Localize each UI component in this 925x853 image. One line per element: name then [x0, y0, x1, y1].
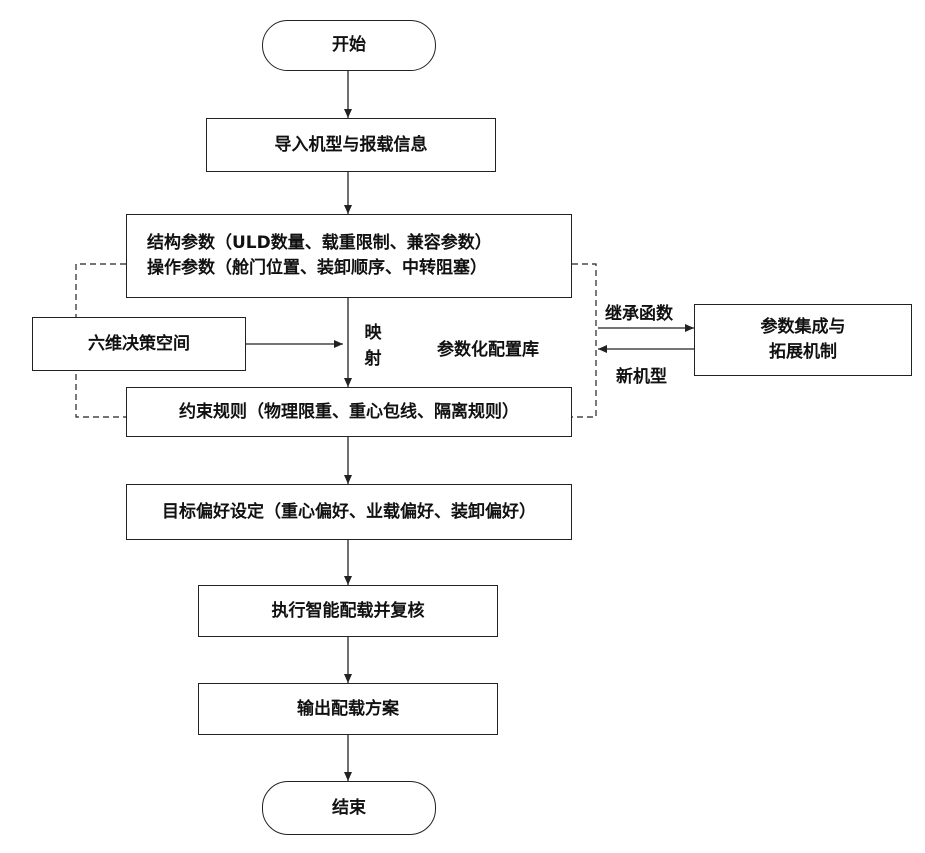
output-node: 输出配载方案	[198, 683, 498, 735]
start-node: 开始	[262, 20, 436, 71]
end-label: 结束	[332, 796, 366, 821]
new-model-label: 新机型	[616, 362, 667, 387]
constraint-rules-label: 约束规则（物理限重、重心包线、隔离规则）	[179, 400, 519, 425]
parameters-node: 结构参数（ULD数量、载重限制、兼容参数） 操作参数（舱门位置、装卸顺序、中转阻…	[126, 214, 572, 298]
operation-params-label: 操作参数（舱门位置、装卸顺序、中转阻塞）	[147, 256, 487, 281]
end-node: 结束	[262, 781, 436, 835]
execute-label: 执行智能配载并复核	[272, 599, 425, 624]
integration-label-line2: 拓展机制	[769, 340, 837, 365]
objective-label: 目标偏好设定（重心偏好、业载偏好、装卸偏好）	[162, 500, 536, 525]
structure-params-label: 结构参数（ULD数量、载重限制、兼容参数）	[147, 231, 492, 256]
start-label: 开始	[332, 33, 366, 58]
execute-node: 执行智能配载并复核	[198, 585, 498, 637]
import-node: 导入机型与报载信息	[206, 118, 496, 172]
mapping-label: 映射	[364, 320, 382, 372]
import-label: 导入机型与报载信息	[275, 133, 428, 158]
output-label: 输出配载方案	[297, 697, 399, 722]
constraint-rules-node: 约束规则（物理限重、重心包线、隔离规则）	[126, 387, 572, 437]
integration-label-line1: 参数集成与	[761, 315, 846, 340]
objective-node: 目标偏好设定（重心偏好、业载偏好、装卸偏好）	[126, 484, 572, 540]
six-dim-space-node: 六维决策空间	[32, 317, 246, 371]
inherit-function-label: 继承函数	[605, 299, 673, 324]
config-library-label: 参数化配置库	[437, 335, 539, 360]
six-dim-space-label: 六维决策空间	[88, 332, 190, 357]
right-dashed-bracket	[572, 264, 596, 417]
integration-node: 参数集成与 拓展机制	[694, 304, 912, 376]
